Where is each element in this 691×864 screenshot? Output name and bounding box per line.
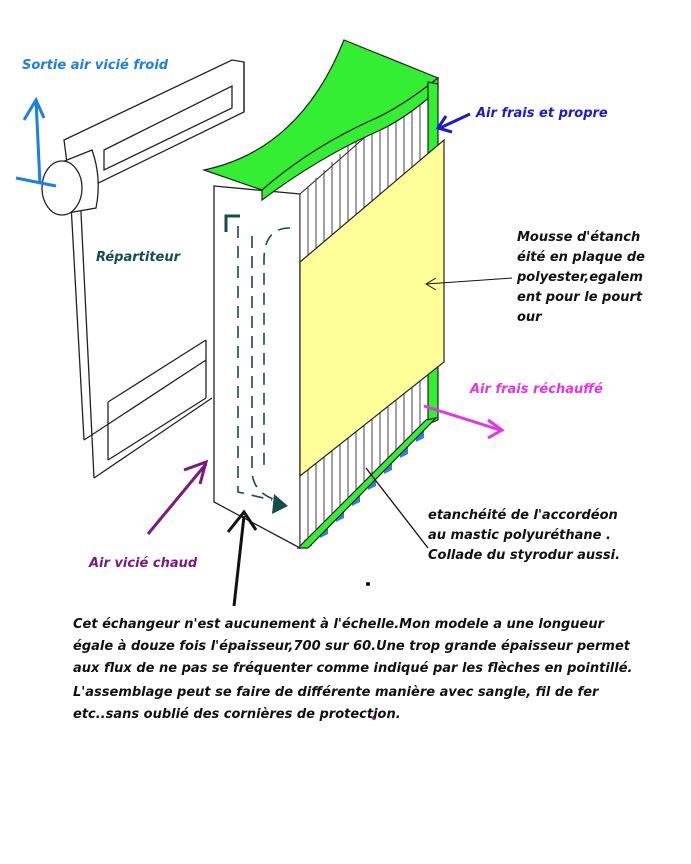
label-mousse: Mousse d'étanchéité en plaque de polyest… [517,230,645,325]
arrow-etancheite-pointer [365,467,429,549]
arrow-sortie-air-vicie-froid [15,96,57,188]
dot-marker [366,582,370,586]
foam-plate [299,138,445,478]
arrow-mousse-pointer [425,277,513,291]
internal-flow-dashed [237,226,291,501]
label-air-frais-rechauffe: Air frais réchauffé [470,382,603,397]
outlet-duct-cylinder [41,149,99,216]
arrow-scale-note-pointer [226,509,258,607]
label-air-frais-propre: Air frais et propre [476,106,608,121]
exchanger-side-panel [213,185,301,550]
flow-arrowhead-top [224,214,240,232]
note-scale: Cet échangeur n'est aucunement à l'échel… [73,617,633,676]
note-assembly: L'assemblage peut se faire de différente… [73,685,599,722]
flow-arrowhead-bottom [272,494,288,514]
arrow-air-vicie-chaud [146,459,209,535]
arrow-air-frais-propre [435,112,471,134]
label-etancheite: etanchéité de l'accordéon au mastic poly… [428,508,621,563]
distributor-frame [63,59,245,479]
dot-marker-purple [372,716,376,720]
label-repartiteur: Répartiteur [96,250,181,265]
label-air-vicie-chaud: Air vicié chaud [89,556,198,571]
label-sortie-air-vicie-froid: Sortie air vicié froid [22,58,169,73]
arrow-air-frais-rechauffe [423,404,505,440]
